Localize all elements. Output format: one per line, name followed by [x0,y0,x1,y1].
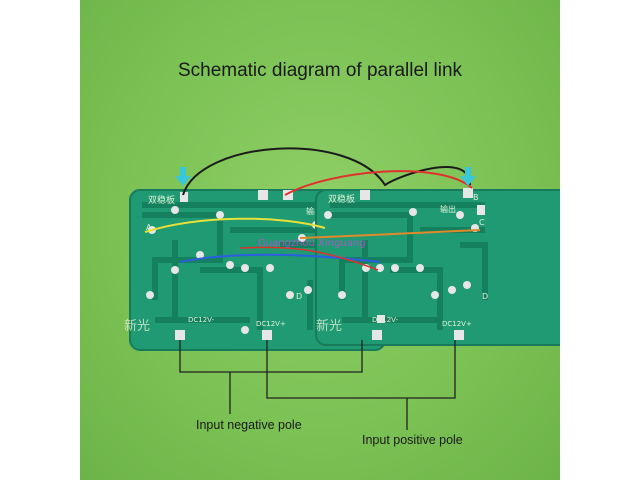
orange-wire [299,229,481,239]
right-pcb-board: 双稳板 输出 B C D DC12V- DC12V+ 新光 [315,188,560,346]
positive-bus-line [266,340,456,399]
watermark-text: Guangzhou Xinguang [258,238,366,249]
yellow-wire [144,217,326,233]
right-board-bottom-chinese: 新光 [316,318,342,334]
right-pin-d-label: D [482,292,488,301]
right-board-chinese-label: 双稳板 [328,193,355,205]
right-pin-c-label: C [479,218,485,227]
red-wire [284,170,473,196]
right-pin-b-label: B [473,193,479,202]
input-negative-pole-label: Input negative pole [196,418,302,432]
left-board-chinese-label: 双稳板 [148,194,175,206]
leader-lines [179,340,456,430]
diagram-title: Schematic diagram of parallel link [177,60,463,81]
red-wire-2 [239,246,379,271]
left-board-bottom-chinese: 新光 [124,318,150,334]
down-arrow-icon [175,167,191,186]
down-arrow-icon [460,167,476,186]
left-pin-a-label: A [146,223,152,232]
negative-bus-line [179,340,363,373]
blue-wire [179,253,381,263]
left-pin-d-label: D [296,292,302,301]
right-dc-negative-label: DC12V- [372,316,399,324]
left-dc-positive-label: DC12V+ [256,320,286,328]
left-dc-negative-label: DC12V- [188,316,215,324]
left-output-label: 输出 [306,206,322,216]
right-output-label: 输出 [440,204,456,214]
input-positive-pole-label: Input positive pole [362,433,463,447]
right-dc-positive-label: DC12V+ [442,320,472,328]
diagram-canvas: Schematic diagram of parallel link 双稳板 输… [80,0,560,480]
pcb-diagram: 双稳板 输出 A D DC12V- DC12V+ 新光 双稳板 输出 B [124,147,560,430]
